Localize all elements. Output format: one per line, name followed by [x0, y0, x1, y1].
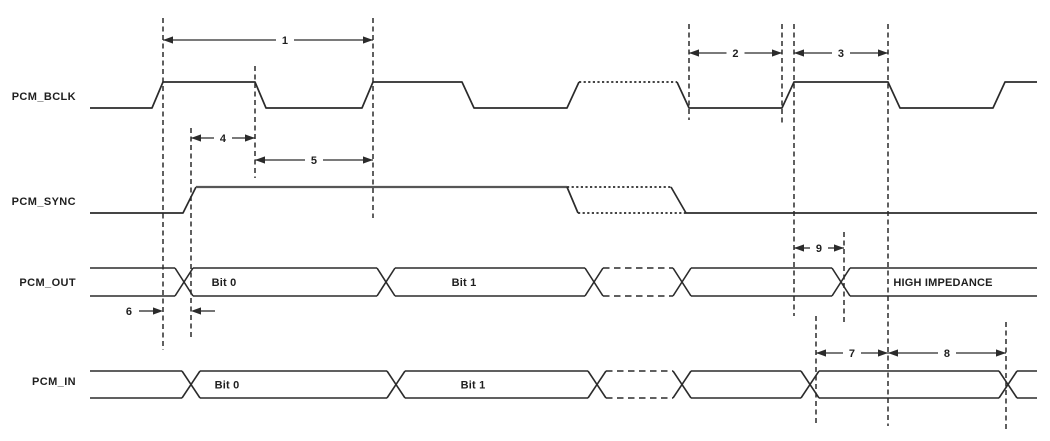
pcm-out-bit-label: Bit 1 [452, 277, 477, 289]
measurement-4: 4 [191, 133, 255, 145]
pcm-in-crossing [998, 370, 1018, 399]
measurement-9: 9 [794, 243, 844, 255]
arrowhead-right [878, 49, 888, 57]
pcm-in-crossing [181, 370, 201, 399]
measure-number-1: 1 [282, 35, 288, 47]
arrowhead-right [245, 134, 255, 142]
arrowhead-right [834, 244, 844, 252]
pcm-in-bit-label: Bit 1 [461, 380, 486, 392]
measure-number-5: 5 [311, 155, 317, 167]
pcm-sync-trace-5 [670, 186, 687, 214]
signal-label-pcm-sync: PCM_SYNC [11, 196, 76, 208]
arrowhead-left [888, 349, 898, 357]
measurement-5: 5 [255, 155, 373, 167]
measure-number-2: 2 [732, 48, 738, 60]
measurement-3: 3 [794, 48, 888, 60]
measurement-7: 7 [816, 348, 888, 360]
pcm-bclk-trace-2 [676, 81, 1037, 109]
pcm-out-bit-label: HIGH IMPEDANCE [893, 277, 992, 289]
measure-number-4: 4 [220, 133, 227, 145]
arrowhead-right [363, 36, 373, 44]
waveform-pcm-sync [90, 185, 1037, 214]
pcm-in-crossing [672, 370, 692, 399]
arrowhead-left [255, 156, 265, 164]
measure-number-8: 8 [944, 348, 950, 360]
arrowhead-left [794, 49, 804, 57]
pcm-out-bit-label: Bit 0 [212, 277, 237, 289]
arrowhead-left [191, 307, 201, 315]
arrowhead-left [816, 349, 826, 357]
measure-number-7: 7 [849, 348, 855, 360]
signal-label-pcm-bclk: PCM_BCLK [11, 91, 76, 103]
signal-label-pcm-out: PCM_OUT [19, 277, 76, 289]
arrowhead-right [772, 49, 782, 57]
measurement-6: 6 [126, 306, 215, 318]
signal-label-pcm-in: PCM_IN [32, 376, 76, 388]
pcm-in-crossing [587, 370, 607, 399]
arrowhead-left [689, 49, 699, 57]
arrowhead-right [153, 307, 163, 315]
arrowhead-left [191, 134, 201, 142]
measurement-1: 1 [163, 35, 373, 47]
pcm-out-crossing [376, 267, 396, 297]
arrowhead-left [163, 36, 173, 44]
waveform-pcm-out: Bit 0 Bit 1 HIGH IMPEDANCE [90, 267, 1037, 297]
pcm-out-crossing [672, 267, 692, 297]
pcm-in-crossing [800, 370, 820, 399]
pcm-out-crossing [174, 267, 194, 297]
pcm-out-crossing [584, 267, 604, 297]
waveform-pcm-bclk [90, 81, 1037, 109]
waveform-pcm-in: Bit 0 Bit 1 [90, 370, 1037, 399]
arrowhead-right [363, 156, 373, 164]
pcm-out-crossing [831, 267, 851, 297]
measurement-2: 2 [689, 48, 782, 60]
arrowhead-right [878, 349, 888, 357]
guide-lines [162, 18, 1007, 430]
pcm-sync-trace-2 [566, 186, 579, 214]
arrowhead-right [996, 349, 1006, 357]
pcm-in-bit-label: Bit 0 [215, 380, 240, 392]
pcm-sync-trace-0 [90, 186, 197, 214]
pcm-bclk-trace-0 [90, 81, 580, 109]
pcm-in-crossing [386, 370, 406, 399]
arrowhead-left [794, 244, 804, 252]
measure-number-9: 9 [816, 243, 822, 255]
measure-number-3: 3 [838, 48, 844, 60]
measure-number-6: 6 [126, 306, 132, 318]
measurement-8: 8 [888, 348, 1006, 360]
